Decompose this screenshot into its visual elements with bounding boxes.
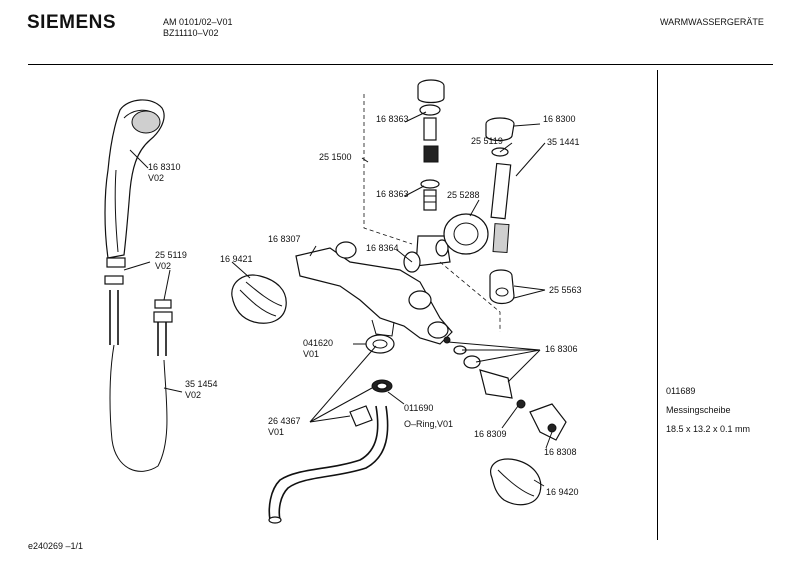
diverter-valve-stack [403, 79, 451, 273]
side-part-number: 011689 [666, 386, 696, 396]
side-part-dims: 18.5 x 13.2 x 0.1 mm [666, 424, 751, 434]
label-v02-hose: V02 [185, 390, 201, 400]
leader-lines [123, 111, 553, 487]
label-v02-washer: V02 [155, 261, 171, 271]
label-168310: 16 8310 [148, 162, 181, 172]
footer-code: e240269 –1/1 [28, 541, 84, 551]
knob-169421 [231, 274, 287, 324]
spout-parts [268, 334, 395, 524]
label-v01-nut: V01 [303, 349, 319, 359]
label-041620: 041620 [303, 338, 333, 348]
label-v02-shower: V02 [148, 173, 164, 183]
header-divider [28, 64, 773, 65]
rosette-255288 [443, 213, 489, 255]
label-oring: O–Ring,V01 [404, 419, 453, 429]
label-264367: 26 4367 [268, 416, 301, 426]
label-168363-mid: 16 8363 [376, 189, 409, 199]
lever-168308 [529, 403, 567, 441]
label-168364: 16 8364 [366, 243, 399, 253]
knob-169420 [490, 458, 542, 506]
label-169420: 16 9420 [546, 487, 579, 497]
label-255288: 25 5288 [447, 190, 480, 200]
label-168309: 16 8309 [474, 429, 507, 439]
side-part-name: Messingscheibe [666, 405, 731, 415]
label-351441: 35 1441 [547, 137, 580, 147]
riser-parts [485, 117, 515, 305]
label-168307: 16 8307 [268, 234, 301, 244]
label-v01-spout: V01 [268, 427, 284, 437]
label-351454: 35 1454 [185, 379, 218, 389]
label-255119-right: 25 5119 [471, 136, 503, 146]
label-251500: 25 1500 [319, 152, 352, 162]
cartridge-set [443, 336, 526, 409]
label-168300: 16 8300 [543, 114, 576, 124]
label-255563: 25 5563 [549, 285, 582, 295]
label-168363-top: 16 8363 [376, 114, 409, 124]
doc-number: AM 0101/02–V01 [163, 17, 233, 27]
label-168306: 16 8306 [545, 344, 578, 354]
side-divider [657, 70, 658, 540]
mixer-body [295, 241, 453, 345]
label-255119-left: 25 5119 [155, 250, 187, 260]
brand-logo: SIEMENS [27, 12, 117, 33]
hand-shower-head [104, 99, 165, 268]
doc-sub-number: BZ11110–V02 [163, 28, 219, 38]
label-169421: 16 9421 [220, 254, 253, 264]
shower-hose [104, 275, 173, 472]
label-168308: 16 8308 [544, 447, 577, 457]
label-011690: 011690 [404, 403, 433, 413]
category-title: WARMWASSERGERÄTE [660, 17, 764, 27]
